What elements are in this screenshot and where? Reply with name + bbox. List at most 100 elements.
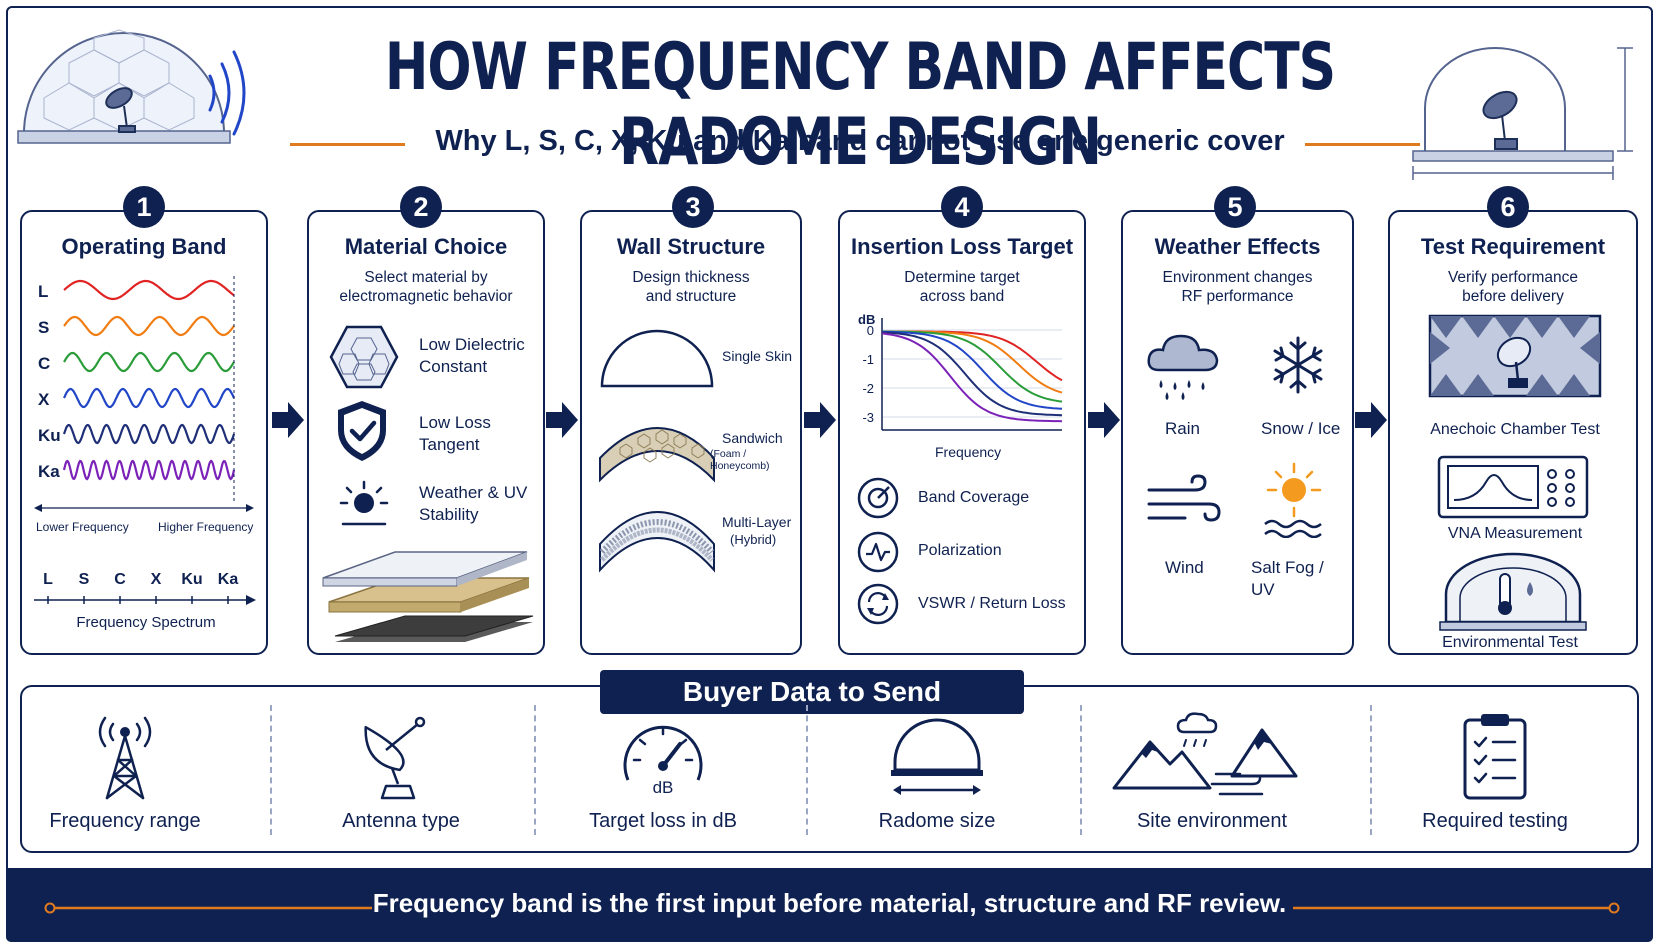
step-number-6: 6 — [1487, 186, 1529, 228]
band-wave-ku — [62, 423, 236, 445]
refresh-icon — [857, 583, 899, 625]
target-icon — [857, 477, 899, 519]
arrow-right-icon — [272, 402, 304, 438]
step-title: Insertion Loss Target — [850, 234, 1074, 259]
wall-multilayer-label: Multi-Layer — [722, 514, 792, 530]
step-material-choice: Material Choice Select material by elect… — [307, 210, 545, 655]
step-number-4: 4 — [941, 186, 983, 228]
buyer-item-required-testing: Required testing — [1370, 700, 1620, 850]
satellite-dish-icon — [364, 716, 426, 800]
higher-frequency-label: Higher Frequency — [158, 520, 254, 534]
vna-instrument-icon — [1437, 455, 1589, 519]
buyer-label: Site environment — [1136, 810, 1288, 832]
divider — [534, 705, 536, 835]
band-wave-s — [63, 315, 235, 337]
loss-curve — [881, 330, 1063, 403]
buyer-label: Required testing — [1422, 810, 1568, 832]
lower-frequency-label: Lower Frequency — [36, 520, 129, 534]
step-title: Operating Band — [61, 234, 227, 259]
loss-item-polarization: Polarization — [918, 542, 1002, 559]
step-wall-structure: Wall Structure Design thickness and stru… — [580, 210, 802, 655]
step-title: Test Requirement — [1420, 234, 1606, 259]
divider — [1080, 705, 1082, 835]
band-label: C — [38, 354, 50, 373]
step-title: Material Choice — [344, 234, 508, 259]
loss-curve — [881, 330, 1063, 410]
loss-tick-label: -1 — [862, 352, 874, 367]
radome-dimension-illustration — [1412, 47, 1633, 180]
step-subtitle: Environment changes RF performance — [1162, 269, 1313, 305]
material-item-weather: Weather & UV Stability — [419, 483, 528, 524]
rain-cloud-icon — [1147, 334, 1219, 400]
wall-multilayer-note: (Hybrid) — [730, 532, 777, 547]
gauge-db-text: dB — [652, 778, 674, 797]
radome-size-icon — [891, 718, 983, 795]
subtitle-rule-right — [1305, 143, 1420, 146]
weather-wind-label: Wind — [1165, 558, 1204, 577]
band-label: Ka — [38, 462, 60, 481]
band-wave-l — [63, 279, 235, 301]
step-subtitle: Verify performance before delivery — [1447, 269, 1579, 305]
test-vna-label: VNA Measurement — [1447, 525, 1583, 542]
anechoic-chamber-icon — [1428, 314, 1602, 398]
buyer-data-title: Buyer Data to Send — [600, 670, 1024, 714]
spectrum-band-label: Ku — [181, 571, 202, 588]
loss-curve — [881, 331, 1063, 417]
step-test-requirement: Test Requirement Verify performance befo… — [1388, 210, 1638, 655]
material-layers-illustration — [322, 551, 534, 642]
wind-icon — [1147, 474, 1221, 522]
step-title: Wall Structure — [616, 234, 766, 259]
weather-snow-label: Snow / Ice — [1261, 419, 1341, 438]
step-subtitle: Design thickness and structure — [632, 269, 750, 305]
buyer-item-target-loss: dB Target loss in dB — [538, 700, 788, 850]
step-number-3: 3 — [672, 186, 714, 228]
band-label: Ku — [38, 426, 61, 445]
test-anechoic-label: Anechoic Chamber Test — [1430, 421, 1600, 438]
frequency-spectrum-label: Frequency Spectrum — [76, 614, 216, 631]
loss-tick-label: 0 — [867, 323, 874, 338]
loss-ylabel: dB — [858, 312, 875, 327]
spectrum-band-label: S — [79, 571, 90, 588]
step-number-5: 5 — [1214, 186, 1256, 228]
divider — [1370, 705, 1372, 835]
arrow-right-icon — [1088, 402, 1120, 438]
gauge-icon — [623, 725, 703, 781]
subtitle-rule-left — [290, 143, 405, 146]
step-subtitle: Select material by electromagnetic behav… — [339, 269, 513, 305]
arrow-right-icon — [804, 402, 836, 438]
step-insertion-loss: Insertion Loss Target Determine target a… — [838, 210, 1086, 655]
material-item-dielectric: Low Dielectric Constant — [419, 335, 525, 376]
band-wave-x — [63, 387, 236, 409]
buyer-item-frequency-range: Frequency range — [0, 700, 250, 850]
weather-rain-label: Rain — [1165, 419, 1200, 438]
clipboard-checklist-icon — [1463, 714, 1527, 800]
loss-item-band-coverage: Band Coverage — [918, 489, 1030, 506]
band-label: L — [38, 282, 48, 301]
snowflake-icon — [1273, 336, 1323, 394]
wall-sandwich-note: (Foam / Honeycomb) — [710, 448, 770, 472]
sun-wave-icon — [1264, 462, 1322, 538]
loss-item-vswr: VSWR / Return Loss — [918, 595, 1066, 612]
wall-single-skin-label: Single Skin — [722, 348, 793, 364]
buyer-label: Antenna type — [342, 810, 460, 832]
sun-uv-icon — [339, 480, 389, 526]
mountains-icon — [1112, 712, 1298, 796]
page-title: HOW FREQUENCY BAND AFFECTS RADOME DESIGN — [384, 30, 1336, 180]
band-label: S — [38, 318, 49, 337]
polarization-icon — [857, 531, 899, 573]
loss-tick-label: -3 — [862, 410, 874, 425]
weather-salt-fog-label: Salt Fog / UV — [1251, 558, 1324, 599]
step-subtitle: Determine target across band — [904, 269, 1020, 305]
spectrum-band-label: X — [151, 571, 162, 588]
band-wave-ka — [62, 459, 236, 481]
step-title: Weather Effects — [1154, 234, 1321, 259]
shield-check-icon — [338, 401, 386, 461]
page-subtitle: Why L, S, C, X, Ku and Ka band cannot us… — [435, 125, 1285, 157]
buyer-item-site-environment: Site environment — [1088, 700, 1336, 850]
buyer-label: Target loss in dB — [589, 810, 737, 832]
loss-curve — [881, 332, 1063, 423]
axis-arrow-left — [34, 504, 42, 512]
footer-rule-right — [1293, 902, 1620, 914]
arrow-right-icon — [546, 402, 578, 438]
